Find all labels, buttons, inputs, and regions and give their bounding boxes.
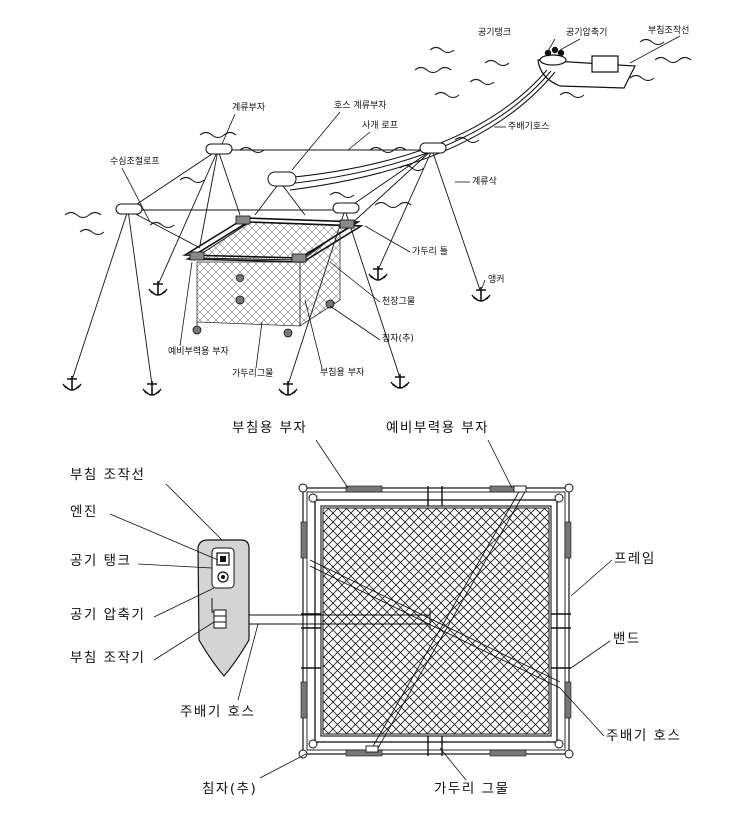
label-main-hose-right: 주배기 호스: [606, 728, 682, 744]
label-cage-net-bottom: 가두리 그물: [434, 781, 510, 797]
label-submersion-controller: 부침 조작기: [70, 650, 146, 666]
leader-lines-top: [121, 35, 681, 369]
label-sinker-top: 침자(추): [382, 334, 414, 344]
label-air-compressor-bottom: 공기 압축기: [70, 607, 146, 623]
label-diagonal-rope: 사개 로프: [362, 121, 398, 131]
bands-bottom: [300, 485, 572, 757]
label-spare-float-top: 예비부력용 부자: [168, 347, 229, 357]
label-spare-float-bottom: 예비부력용 부자: [386, 420, 490, 436]
label-mooring-line: 계류삭: [472, 177, 497, 187]
main-hose-top: [284, 69, 556, 191]
label-depth-control-rope: 수심조절로프: [110, 157, 160, 167]
control-boat-bottom: [197, 539, 250, 677]
label-submersion-float-bottom: 부침용 부자: [232, 420, 308, 436]
label-control-vessel: 부침 조작선: [70, 467, 146, 483]
hose-network-bottom: [309, 485, 561, 753]
label-cage-net-top: 가두리그물: [232, 369, 274, 379]
frame-bottom: [298, 483, 574, 759]
label-band: 밴드: [613, 631, 641, 647]
cage-net-top: [193, 221, 352, 327]
label-buoyancy-vessel: 부침조작선: [648, 26, 690, 36]
control-vessel-top: [537, 46, 636, 89]
band-ties: [301, 486, 571, 756]
label-frame: 프레임: [614, 551, 656, 567]
label-sinker-bottom: 침자(추): [202, 781, 258, 797]
label-hose-mooring-float: 호스 계류부자: [334, 101, 387, 111]
label-air-compressor: 공기압축기: [566, 28, 608, 38]
label-mooring-float: 계류부자: [232, 103, 266, 113]
label-main-air-hose: 주배기호스: [508, 122, 550, 132]
leader-lines-bottom: [109, 439, 613, 781]
main-hose-bottom: [225, 608, 431, 630]
label-air-tank: 공기탱크: [478, 28, 512, 38]
ropes-top: [71, 149, 481, 386]
label-main-hose-left: 주배기 호스: [180, 704, 256, 720]
cage-frame-top: [182, 215, 364, 263]
label-air-tank-bottom: 공기 탱크: [70, 553, 132, 569]
label-submersion-float-top: 부침용 부자: [320, 368, 365, 378]
label-engine: 엔진: [70, 504, 98, 520]
mooring-floats-top: [115, 142, 447, 215]
label-anchor: 앵커: [488, 275, 505, 285]
label-perimeter-frame: 가두리 틀: [412, 247, 448, 257]
sinkers-top: [192, 274, 335, 338]
label-ceiling-net: 천장그물: [382, 297, 416, 307]
